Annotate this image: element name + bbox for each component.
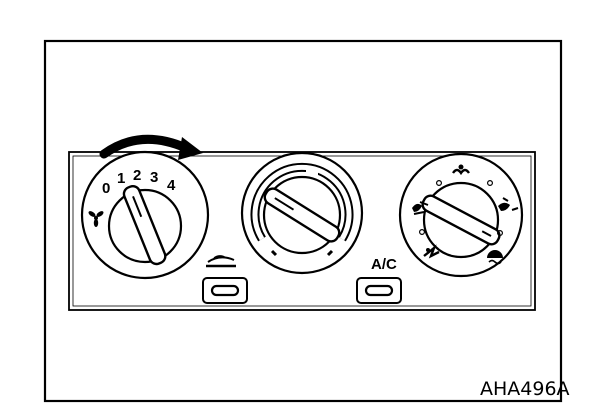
mode-detent-dot (497, 230, 504, 237)
fan-icon (88, 211, 104, 227)
fan-speed-label-2: 2 (133, 167, 141, 184)
mode-dial[interactable] (398, 152, 524, 278)
recirculation-icon (206, 255, 236, 268)
mode-detent-dot (436, 180, 443, 187)
mode-detent-dot (487, 180, 494, 187)
mode-knob[interactable] (420, 193, 502, 247)
fan-speed-label-3: 3 (150, 169, 158, 186)
foot-defrost-icon (423, 244, 440, 259)
temperature-dial[interactable] (240, 151, 364, 275)
ac-button[interactable] (356, 277, 402, 304)
fan-speed-label-1: 1 (117, 170, 125, 187)
curved-arrow-icon (99, 134, 203, 160)
recirculation-button[interactable] (202, 277, 248, 304)
fan-speed-knob[interactable] (122, 184, 168, 266)
defrost-icon (487, 250, 503, 265)
fan-speed-dial[interactable]: 0 1 2 3 4 (80, 150, 210, 280)
figure-reference-code: AHA496A (480, 378, 570, 400)
fan-speed-label-4: 4 (167, 177, 176, 194)
temperature-knob[interactable] (262, 186, 342, 244)
face-vent-icon (452, 164, 470, 176)
ac-button-label: A/C (371, 256, 397, 273)
fan-speed-label-0: 0 (102, 180, 110, 197)
bi-level-icon (412, 201, 429, 215)
mode-detent-dot (419, 229, 426, 236)
foot-icon (498, 197, 519, 211)
